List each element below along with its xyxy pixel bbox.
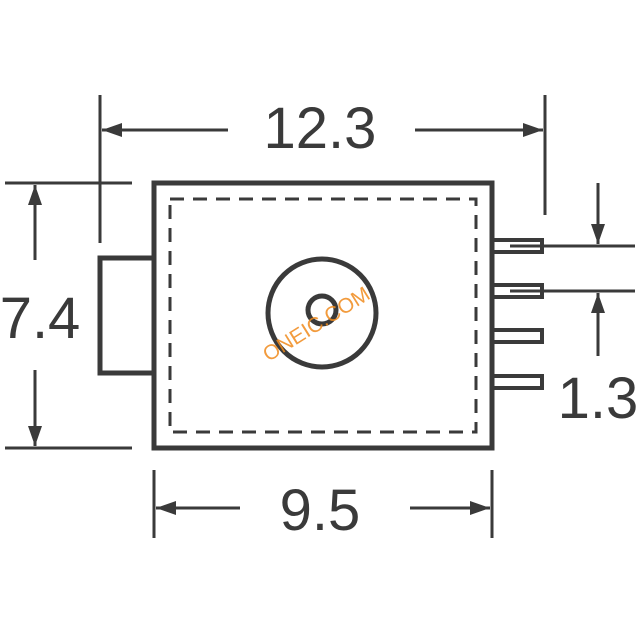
overall-length-label: 12.3 bbox=[264, 96, 377, 161]
dimension-height: 7.4 bbox=[0, 181, 132, 450]
inner-circle bbox=[305, 293, 339, 327]
inner-dashed-outline bbox=[168, 197, 478, 434]
pins bbox=[490, 238, 544, 390]
body-width-label: 9.5 bbox=[280, 478, 361, 543]
left-side-tab bbox=[97, 255, 154, 376]
height-label: 7.4 bbox=[0, 286, 80, 351]
dimension-body-width: 9.5 bbox=[152, 470, 494, 543]
dimension-pin-pitch: 1.3 bbox=[510, 183, 638, 431]
outer-circle bbox=[265, 256, 379, 370]
pin-3 bbox=[490, 328, 544, 344]
dimension-overall-length: 12.3 bbox=[98, 95, 547, 243]
pin-pitch-label: 1.3 bbox=[558, 366, 639, 431]
component-body bbox=[151, 180, 495, 451]
pin-4 bbox=[490, 374, 544, 390]
